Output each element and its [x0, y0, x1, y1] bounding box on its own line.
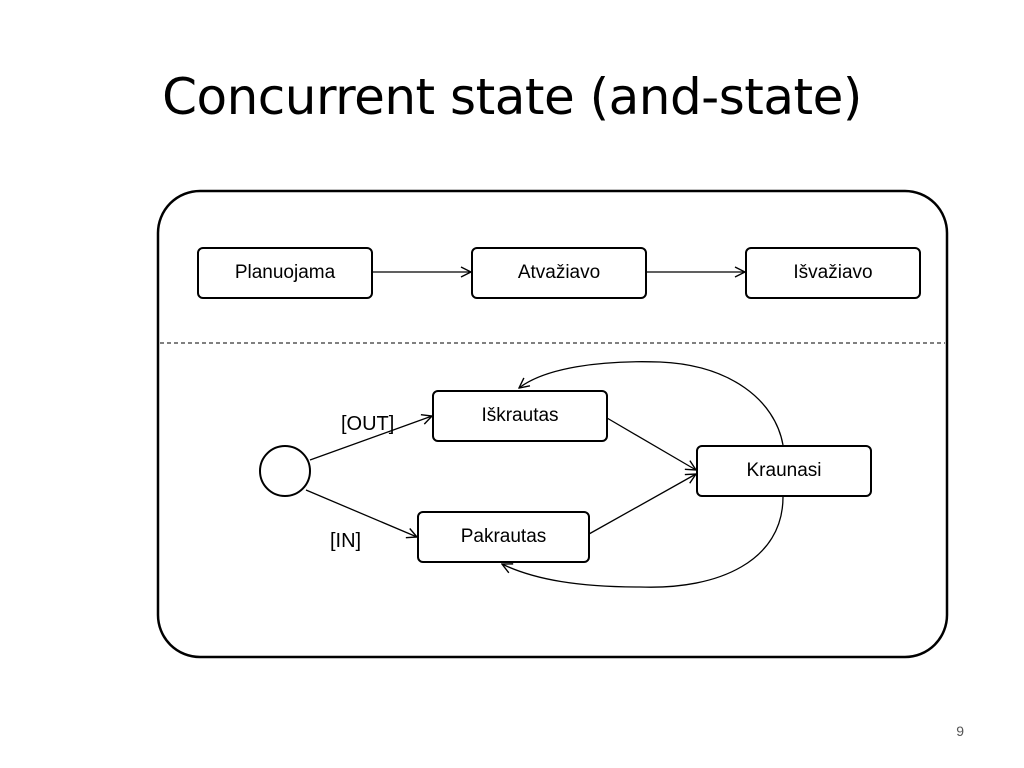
- initial-state: [259, 445, 311, 497]
- slide-title: Concurrent state (and-state): [162, 68, 862, 126]
- transition-initial-iskrautas: [309, 416, 432, 461]
- guard-out-label: [OUT]: [341, 413, 395, 435]
- guard-in-label: [IN]: [330, 530, 362, 552]
- transition-iskrautas-kraunasi: [606, 417, 696, 470]
- transition-kraunasi-iskrautas: [519, 361, 784, 446]
- state-atvaziavo: Atvažiavo: [471, 247, 647, 299]
- state-isvaziavo: Išvažiavo: [745, 247, 921, 299]
- page-number: 9: [956, 723, 964, 739]
- state-pakrautas: Pakrautas: [417, 511, 590, 563]
- state-kraunasi: Kraunasi: [696, 445, 872, 497]
- composite-state-container: [156, 189, 949, 659]
- state-planuojama: Planuojama: [197, 247, 373, 299]
- state-iskrautas: Iškrautas: [432, 390, 608, 442]
- transition-pakrautas-kraunasi: [588, 474, 696, 535]
- transition-kraunasi-pakrautas: [502, 496, 784, 588]
- transition-initial-pakrautas: [305, 489, 417, 537]
